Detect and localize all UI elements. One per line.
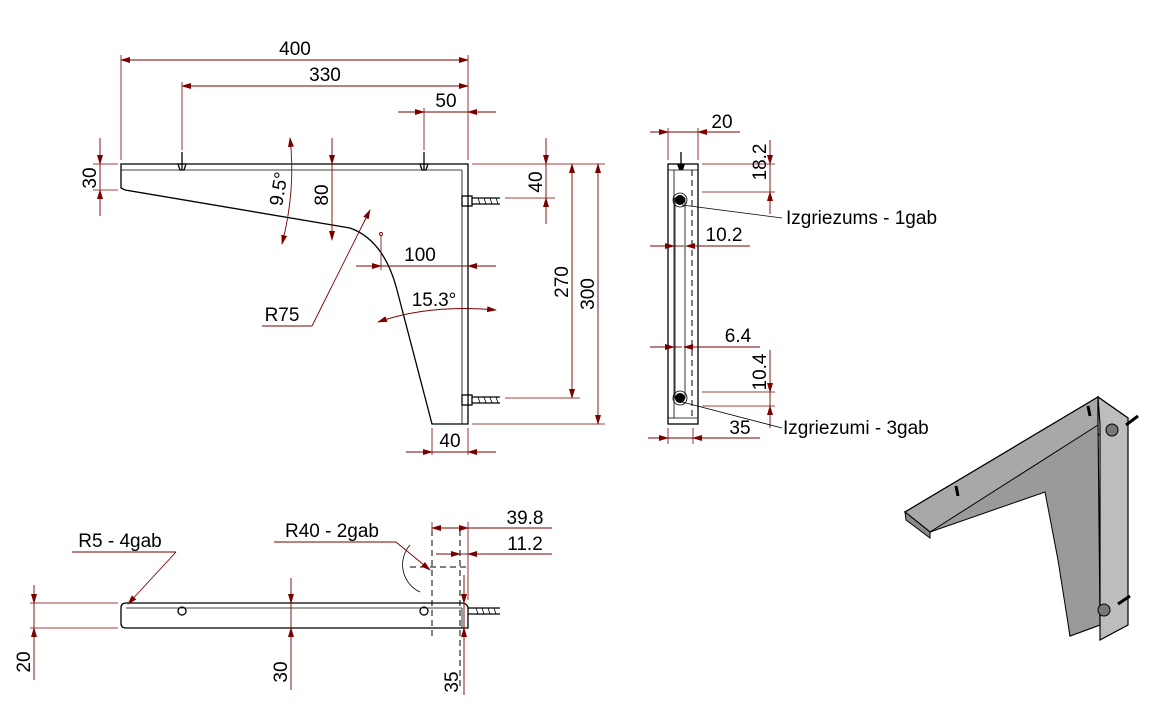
label-hole-top: Izgriezums - 1gab	[786, 208, 937, 229]
dim-40-bottom: 40	[439, 431, 460, 452]
angle-9-5: 9.5°	[266, 170, 293, 207]
isometric-view	[903, 395, 1139, 642]
dim-330: 330	[309, 65, 341, 86]
screw-side-lower	[461, 394, 500, 406]
dim-50: 50	[435, 91, 456, 112]
dim-400: 400	[279, 39, 311, 60]
screw-top-1	[177, 152, 187, 171]
dim-39-8: 39.8	[507, 508, 544, 529]
hole-bottom	[675, 393, 685, 403]
top-view: R5 - 4gab R40 - 2gab 39.8 11.2 20 30 35	[14, 508, 552, 695]
dim-6-4: 6.4	[725, 326, 752, 347]
bracket-top-outline	[120, 602, 469, 629]
top-hole-2	[419, 606, 429, 616]
dim-35-side: 35	[729, 418, 750, 439]
dim-11-2: 11.2	[507, 534, 543, 555]
dim-300: 300	[578, 278, 599, 310]
dim-20-top: 20	[14, 651, 35, 672]
iso-hole-upper	[1105, 423, 1119, 437]
screw-top-view	[468, 607, 500, 615]
iso-hole-lower	[1097, 603, 1111, 617]
screw-side-top	[677, 152, 685, 170]
dim-270: 270	[552, 266, 573, 298]
dim-40-right: 40	[526, 171, 547, 192]
label-hole-bottom: Izgriezumi - 3gab	[783, 418, 929, 439]
radius-r40: R40 - 2gab	[285, 521, 379, 542]
dim-10-4: 10.4	[750, 353, 771, 390]
radius-r75: R75	[265, 305, 300, 326]
dim-10-2: 10.2	[706, 225, 743, 246]
top-hole-1	[177, 606, 187, 616]
dim-30-top: 30	[271, 661, 292, 682]
dim-20-side: 20	[711, 112, 732, 133]
iso-back-plate	[1097, 395, 1129, 642]
side-view: 20 18.2 Izgriezums - 1gab 10.2 6.4 10.4 …	[648, 112, 937, 444]
dim-100: 100	[404, 245, 436, 266]
hole-top	[675, 195, 685, 205]
angle-15-3: 15.3°	[412, 290, 457, 311]
screw-top-2	[419, 152, 429, 171]
radius-r5: R5 - 4gab	[78, 531, 161, 552]
front-view: 400 330 50 30 80 9.5° 40 100 15.3	[80, 39, 605, 455]
iso-web-face	[929, 424, 1101, 637]
dim-18-2: 18.2	[750, 144, 771, 181]
dim-35-top: 35	[442, 671, 463, 692]
dim-80: 80	[312, 184, 333, 205]
screw-side-upper	[461, 195, 500, 207]
dim-30-front: 30	[80, 167, 101, 188]
